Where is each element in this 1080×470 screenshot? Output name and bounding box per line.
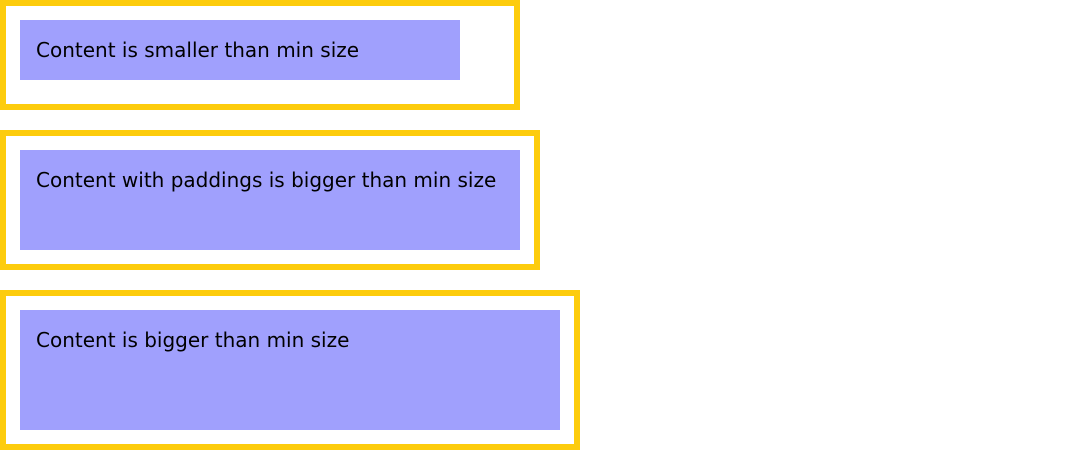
box-content-3: Content is bigger than min size bbox=[20, 310, 560, 430]
box-label-1: Content is smaller than min size bbox=[36, 38, 360, 62]
box-frame-2: Content with paddings is bigger than min… bbox=[0, 130, 540, 270]
box-label-2: Content with paddings is bigger than min… bbox=[36, 168, 497, 192]
box-content-2: Content with paddings is bigger than min… bbox=[20, 150, 520, 250]
box-content-1: Content is smaller than min size bbox=[20, 20, 460, 80]
box-frame-1: Content is smaller than min size bbox=[0, 0, 520, 110]
box-label-3: Content is bigger than min size bbox=[36, 328, 350, 352]
box-frame-3: Content is bigger than min size bbox=[0, 290, 580, 450]
